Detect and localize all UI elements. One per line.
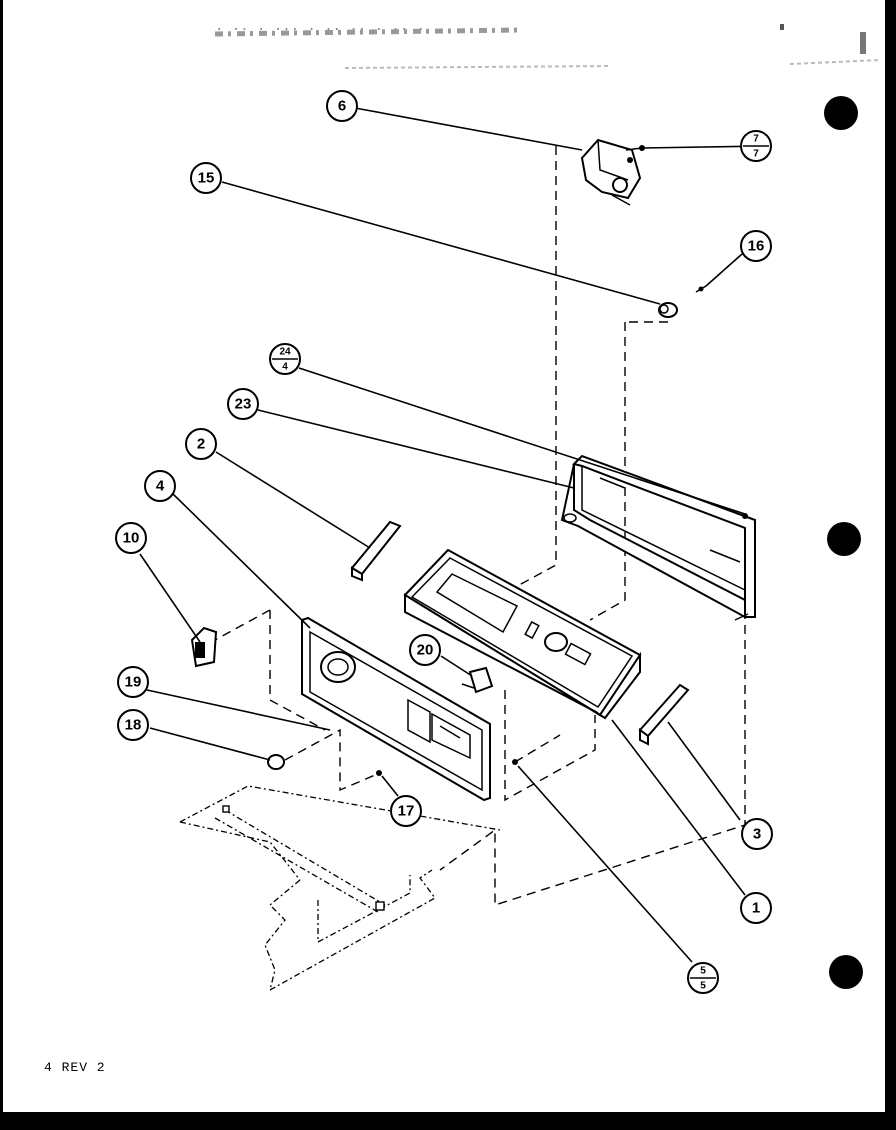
- switch-part-20: [461, 666, 494, 694]
- callout-20: 20: [409, 634, 441, 666]
- callout-5-bottom: 5: [700, 981, 706, 992]
- end-cap-right: [638, 683, 690, 746]
- screw-part-17: [376, 770, 382, 776]
- callout-24-bottom: 4: [282, 362, 288, 373]
- callout-17-label: 17: [398, 803, 415, 820]
- callout-2: 2: [185, 428, 217, 460]
- callout-7-fraction: 7 7: [740, 130, 772, 162]
- left-border: [0, 0, 3, 1130]
- callout-20-label: 20: [417, 642, 434, 659]
- callout-23-label: 23: [235, 396, 252, 413]
- binder-hole-bottom: [829, 955, 863, 989]
- end-cap-left: [350, 520, 402, 582]
- callout-2-label: 2: [197, 436, 205, 453]
- callout-5-top: 5: [700, 966, 706, 977]
- callout-6-label: 6: [338, 98, 346, 115]
- callout-4: 4: [144, 470, 176, 502]
- callout-1: 1: [740, 892, 772, 924]
- screw-part-16: [695, 285, 707, 293]
- timer-part: [580, 138, 645, 206]
- callout-24-fraction: 24 4: [269, 343, 301, 375]
- callout-7-bottom: 7: [753, 149, 759, 160]
- knob-part-18: [267, 754, 285, 770]
- revision-label: 4 REV 2: [44, 1060, 106, 1075]
- callout-16-label: 16: [748, 238, 765, 255]
- screw-part-5: [512, 759, 518, 765]
- callout-16: 16: [740, 230, 772, 262]
- callout-3-label: 3: [753, 826, 761, 843]
- switch-part: [190, 626, 218, 668]
- callout-10-label: 10: [123, 530, 140, 547]
- callout-15: 15: [190, 162, 222, 194]
- callout-7-top: 7: [753, 134, 759, 145]
- console-part: [403, 548, 642, 720]
- callout-24-top: 24: [279, 347, 291, 358]
- binder-hole-top: [824, 96, 858, 130]
- assembly-lines: [214, 146, 746, 906]
- control-panel-part: [301, 616, 491, 802]
- cabinet-top-outline: [179, 785, 501, 991]
- binder-hole-middle: [827, 522, 861, 556]
- callout-18: 18: [117, 709, 149, 741]
- callout-3: 3: [741, 818, 773, 850]
- header-marks: [214, 24, 881, 69]
- rear-bracket-part: [560, 454, 756, 621]
- callout-15-label: 15: [198, 170, 215, 187]
- callout-23: 23: [227, 388, 259, 420]
- callout-10: 10: [115, 522, 147, 554]
- knob-part: [658, 302, 678, 318]
- callout-19-label: 19: [125, 674, 142, 691]
- callout-1-label: 1: [752, 900, 760, 917]
- callout-6: 6: [326, 90, 358, 122]
- leader-lines: [139, 107, 771, 963]
- right-border: [885, 0, 896, 1130]
- bottom-border: [0, 1112, 896, 1130]
- callout-17: 17: [390, 795, 422, 827]
- callout-19: 19: [117, 666, 149, 698]
- callout-18-label: 18: [125, 717, 142, 734]
- callout-5-fraction: 5 5: [687, 962, 719, 994]
- callout-4-label: 4: [156, 478, 165, 495]
